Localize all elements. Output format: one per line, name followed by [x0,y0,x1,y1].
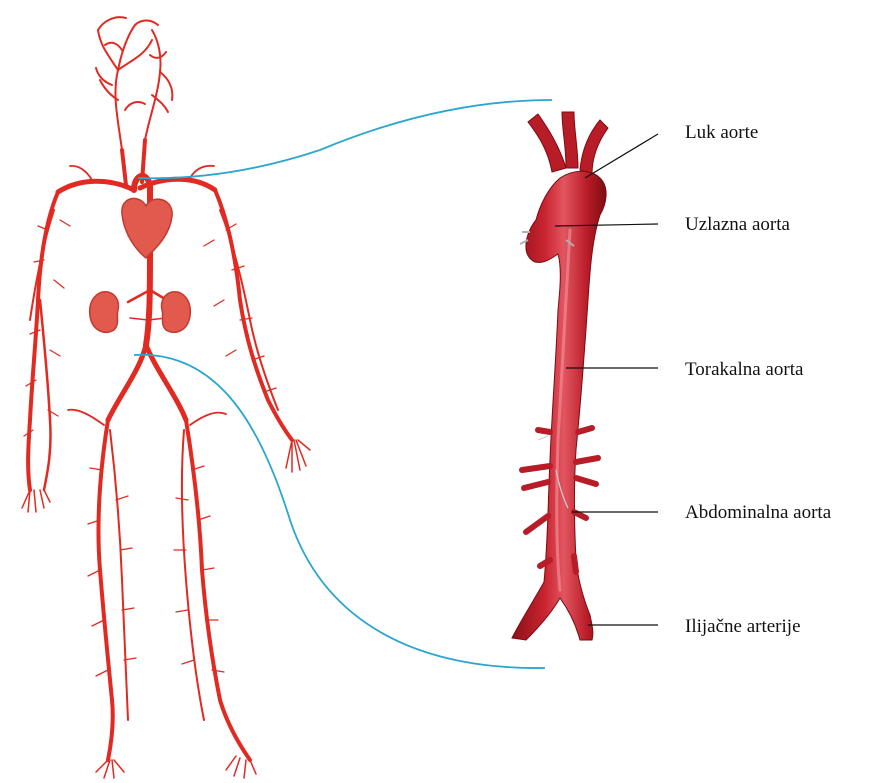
kidney-icon [90,292,191,333]
body-arterial-system-illustration [22,17,310,778]
label-thoracic-aorta: Torakalna aorta [685,359,804,380]
right-leg-arteries [68,410,136,778]
arch-branch-vessels [528,112,608,174]
label-iliac-arteries: Ilijačne arterije [685,616,801,637]
label-ascending-aorta: Uzlazna aorta [685,214,791,235]
left-leg-arteries [174,413,256,778]
enlarged-aorta-illustration [512,112,608,640]
label-aortic-arch: Luk aorte [685,122,758,143]
anatomy-labels: Luk aorte Uzlazna aorta Torakalna aorta … [685,122,832,637]
label-abdominal-aorta: Abdominalna aorta [685,502,832,523]
left-arm-arteries [204,190,310,472]
lower-connector-line [134,355,545,668]
right-arm-arteries [22,192,70,512]
zoom-connector-lines [134,100,552,668]
head-arteries [96,17,172,150]
upper-connector-line [138,100,552,178]
heart-icon [122,198,172,258]
